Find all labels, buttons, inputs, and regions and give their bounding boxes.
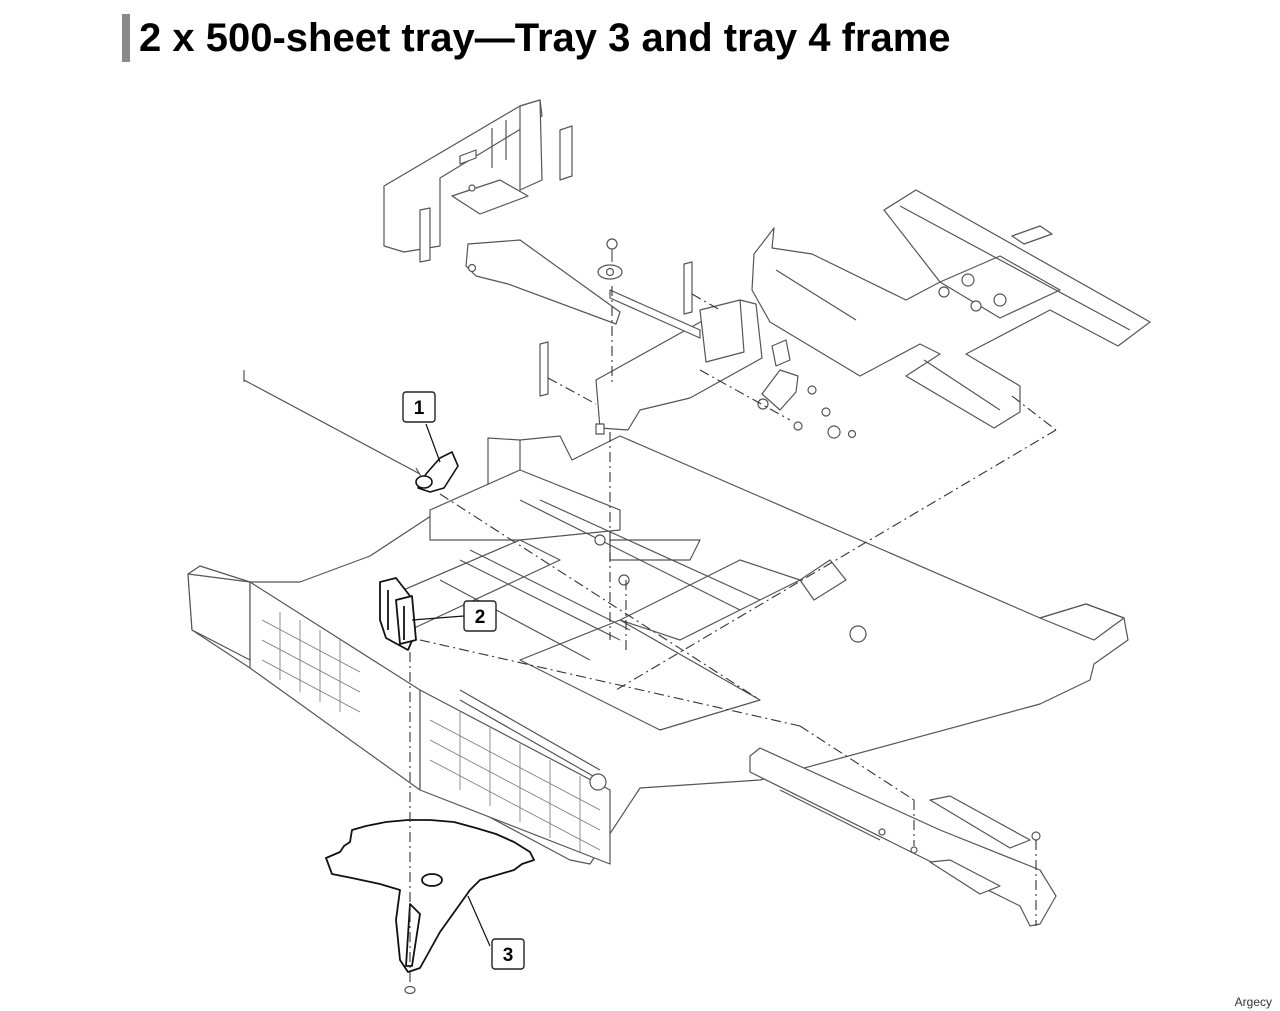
pivot-rod	[243, 370, 423, 479]
callout-2: 2	[463, 600, 497, 632]
callout-3-label: 3	[503, 945, 514, 966]
small-loose-parts	[757, 339, 857, 439]
part-1-latch	[415, 451, 459, 493]
bottom-right-rail	[749, 747, 1057, 927]
upper-paper-guide	[383, 99, 621, 325]
alignment-lines	[409, 286, 1057, 986]
part-2-lever	[379, 577, 417, 651]
callout-leaders	[411, 423, 491, 947]
center-screw-and-washer	[597, 238, 623, 280]
callout-2-label: 2	[475, 607, 486, 628]
callout-3: 3	[491, 938, 525, 970]
tray-side-grid	[261, 612, 601, 852]
callout-1: 1	[402, 391, 436, 423]
watermark: Argecy	[1234, 995, 1272, 1009]
bottom-screw	[404, 985, 416, 995]
metal-base-plate	[751, 189, 1151, 429]
tray-frame	[187, 435, 1129, 865]
title-accent-bar	[122, 14, 130, 62]
page-title: 2 x 500-sheet tray—Tray 3 and tray 4 fra…	[139, 16, 951, 60]
middle-guide-bracket	[539, 261, 763, 435]
callout-1-label: 1	[414, 398, 425, 419]
